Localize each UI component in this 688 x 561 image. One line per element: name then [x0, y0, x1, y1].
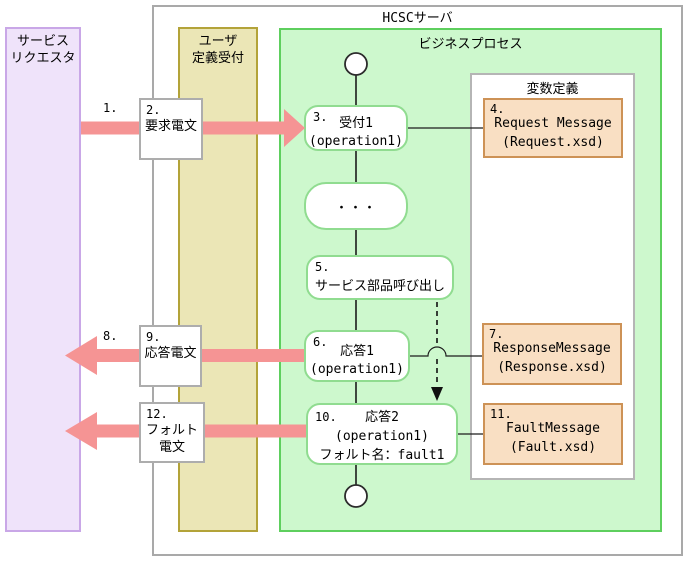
node-reception1: 3. 受付1 (operation1) [304, 105, 408, 151]
node-reply2-title: 応答2 [365, 410, 399, 425]
node-reception1-operation: (operation1) [309, 134, 403, 149]
service-requester-box: サービス リクエスタ [5, 27, 81, 532]
variable-fault-name: FaultMessage [506, 421, 600, 436]
response-message-number: 9. [146, 330, 161, 344]
request-message-label-box: 2. 要求電文 [139, 98, 203, 160]
variable-response-number: 7. [489, 327, 504, 341]
node-invoke-service-part: 5. サービス部品呼び出し [306, 255, 454, 300]
variable-fault-number: 11. [490, 407, 512, 421]
node-invoke-title: サービス部品呼び出し [314, 279, 445, 294]
node-reception1-number: 3. [313, 110, 328, 124]
variable-definition-title: 変数定義 [526, 82, 579, 97]
variable-request-schema: (Request.xsd) [502, 135, 604, 150]
fault-message-label: フォルト 電文 [145, 423, 198, 455]
request-message-number: 2. [146, 103, 161, 117]
fault-message-label-box: 12. フォルト 電文 [139, 402, 205, 463]
node-reply2-fault-name: フォルト名：fault1 [319, 448, 445, 463]
variable-response-schema: (Response.xsd) [497, 360, 607, 375]
node-ellipsis-label: ・・・ [334, 200, 377, 216]
node-reply1-title: 応答1 [340, 344, 374, 359]
request-flow-number: 1. [103, 101, 118, 115]
node-reply2: 10. 応答2 (operation1) フォルト名：fault1 [306, 403, 458, 465]
variable-request-message: 4. Request Message (Request.xsd) [483, 98, 623, 158]
node-reply2-operation: (operation1) [335, 429, 429, 444]
variable-fault-message: 11. FaultMessage (Fault.xsd) [483, 403, 623, 465]
variable-response-name: ResponseMessage [493, 341, 611, 356]
response-message-label: 応答電文 [144, 346, 197, 361]
fault-message-number: 12. [146, 407, 168, 421]
node-invoke-number: 5. [315, 260, 330, 274]
hcsc-server-title: HCSCサーバ [382, 11, 453, 26]
service-requester-label: サービス リクエスタ [10, 34, 76, 66]
variable-request-number: 4. [490, 102, 505, 116]
variable-fault-schema: (Fault.xsd) [509, 440, 597, 455]
response-message-label-box: 9. 応答電文 [139, 325, 202, 387]
node-reply2-number: 10. [315, 410, 337, 424]
variable-response-message: 7. ResponseMessage (Response.xsd) [482, 323, 622, 385]
response-flow-number: 8. [103, 329, 118, 343]
node-reply1: 6. 応答1 (operation1) [304, 330, 410, 382]
user-reception-label: ユーザ 定義受付 [191, 34, 244, 66]
node-reply1-number: 6. [313, 335, 328, 349]
node-ellipsis: ・・・ [304, 182, 408, 230]
business-process-title: ビジネスプロセス [418, 37, 523, 52]
node-reply1-operation: (operation1) [310, 362, 404, 377]
variable-request-name: Request Message [494, 116, 612, 131]
request-message-label: 要求電文 [144, 119, 197, 134]
